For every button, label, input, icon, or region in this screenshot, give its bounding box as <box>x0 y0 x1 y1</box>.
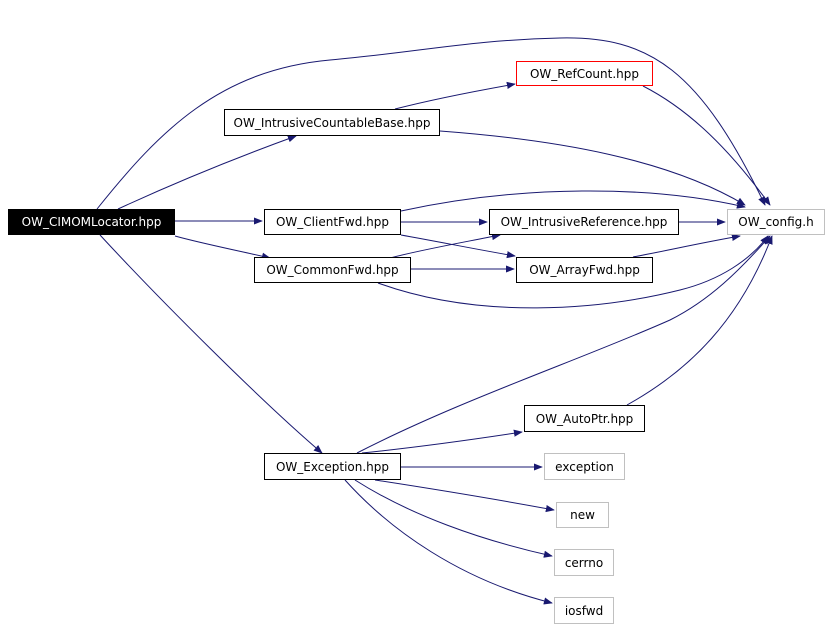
node-exception-hpp[interactable]: OW_Exception.hpp <box>264 453 401 480</box>
edge-locator-common-fwd <box>174 235 271 260</box>
node-iosfwd[interactable]: iosfwd <box>554 597 614 624</box>
edge-exception-auto-ptr <box>361 429 523 454</box>
edge-common-fwd-config <box>377 235 769 309</box>
edge-array-fwd-config <box>632 233 741 258</box>
edge-locator-exception <box>99 234 323 454</box>
edge-exception-iosfwd <box>344 479 553 605</box>
node-config[interactable]: OW_config.h <box>727 209 825 235</box>
node-common-fwd[interactable]: OW_CommonFwd.hpp <box>254 257 411 283</box>
edge-refcount-config <box>642 85 771 206</box>
edge-locator-countable-base <box>117 135 297 210</box>
node-exception[interactable]: exception <box>544 453 625 480</box>
edge-countable-base-config <box>439 130 746 206</box>
node-cimom-locator[interactable]: OW_CIMOMLocator.hpp <box>8 209 175 235</box>
edge-locator-config <box>96 37 766 210</box>
edge-exception-new <box>374 479 555 513</box>
edge-client-fwd-array-fwd <box>400 234 516 259</box>
edge-countable-base-refcount <box>394 81 516 110</box>
node-client-fwd[interactable]: OW_ClientFwd.hpp <box>264 209 401 235</box>
node-intrusive-reference[interactable]: OW_IntrusiveReference.hpp <box>489 209 679 235</box>
node-auto-ptr[interactable]: OW_AutoPtr.hpp <box>524 405 645 432</box>
node-new[interactable]: new <box>556 502 609 528</box>
edge-auto-ptr-config <box>626 235 773 406</box>
edge-exception-config <box>356 235 771 454</box>
node-refcount[interactable]: OW_RefCount.hpp <box>516 61 653 86</box>
node-cerrno[interactable]: cerrno <box>554 549 614 576</box>
edge-common-fwd-intrusive-ref <box>389 233 501 259</box>
node-intrusive-countable-base[interactable]: OW_IntrusiveCountableBase.hpp <box>224 109 440 136</box>
edge-client-fwd-config <box>400 190 746 212</box>
node-array-fwd[interactable]: OW_ArrayFwd.hpp <box>516 257 653 283</box>
edge-exception-cerrno <box>354 479 553 558</box>
